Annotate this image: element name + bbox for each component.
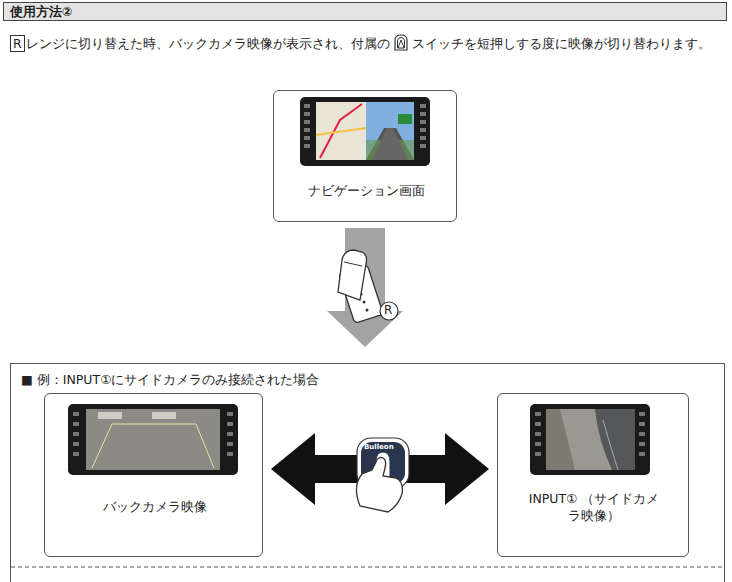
range-letter: R (384, 303, 392, 317)
back-camera-monitor (68, 404, 238, 475)
screen-label: INPUT① （サイドカメラ映像） (524, 491, 664, 525)
side-camera-monitor (530, 404, 650, 475)
cut-line (11, 567, 724, 568)
intro-line: Rレンジに切り替えた時、バックカメラ映像が表示され、付属の スイッチを短押しする度… (10, 34, 711, 53)
instruction-text: レンジに切り替えた時、バックカメラ映像が表示され、付属の (26, 36, 390, 51)
frame-heading: ■ 例：INPUT①にサイドカメラのみ接続された場合 (21, 372, 711, 389)
switch-button (356, 438, 409, 512)
flow-arrow (327, 228, 403, 347)
screen-label: ナビゲーション画面 (274, 183, 458, 200)
brand-text: Bulleon (364, 443, 394, 451)
switch-icon (393, 34, 409, 51)
title-band: 使用方法② (3, 2, 727, 21)
range-letter: R (10, 35, 25, 52)
instruction-text: スイッチを短押しする度に映像が切り替わります。 (412, 36, 711, 51)
screen-label: バックカメラ映像 (45, 499, 264, 516)
title-text: 使用方法② (10, 4, 73, 21)
nav-monitor (300, 97, 430, 166)
shift-lever (338, 250, 398, 323)
